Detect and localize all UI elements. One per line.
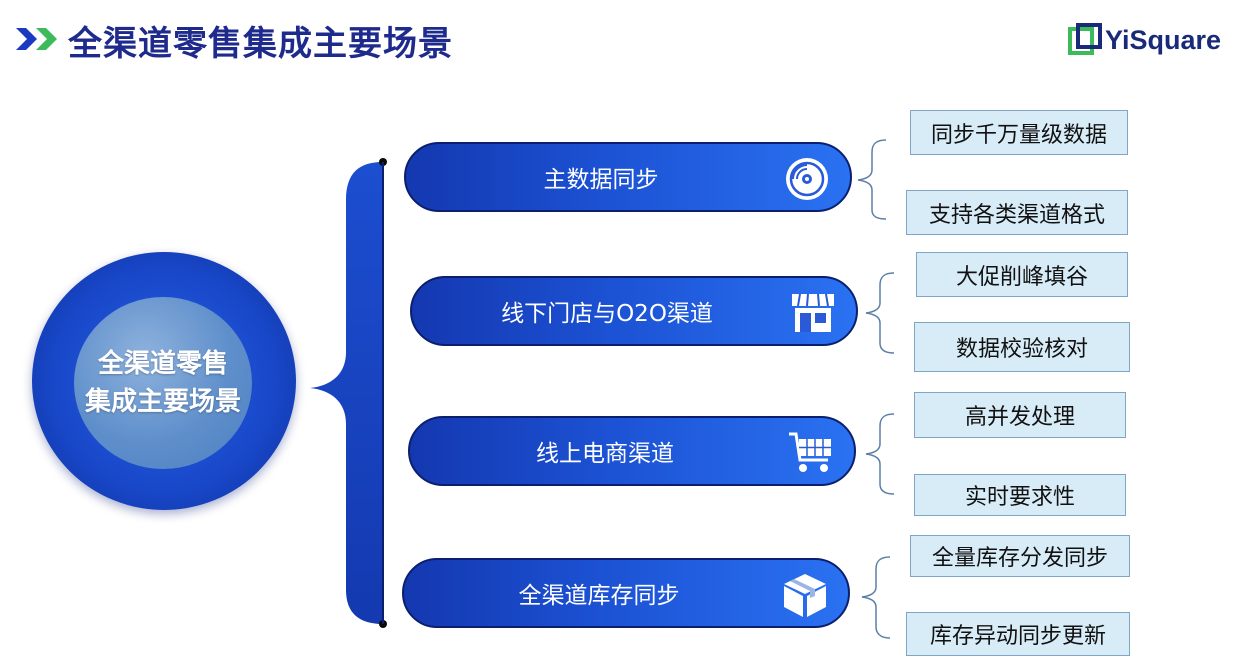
yisquare-logo-icon xyxy=(1068,23,1102,55)
shopping-cart-icon xyxy=(789,432,831,472)
scenario-master-data-sync: 主数据同步 xyxy=(404,142,852,212)
tag-bracket-1 xyxy=(857,139,887,220)
tag-support-channel-formats: 支持各类渠道格式 xyxy=(906,190,1128,235)
brace-dot-top xyxy=(379,158,387,166)
tag-real-time-requirement: 实时要求性 xyxy=(914,474,1126,516)
scenario-label: 全渠道库存同步 xyxy=(518,583,680,609)
brace-dot-bottom xyxy=(379,620,387,628)
scenario-label: 线下门店与O2O渠道 xyxy=(501,301,713,327)
tag-data-verification: 数据校验核对 xyxy=(914,322,1130,372)
package-box-icon xyxy=(784,574,826,617)
main-brace xyxy=(310,162,383,624)
tag-sync-ten-million-records: 同步千万量级数据 xyxy=(910,110,1128,155)
tag-bracket-2 xyxy=(865,272,895,354)
double-chevron-right-icon xyxy=(16,28,57,50)
scenario-label: 主数据同步 xyxy=(543,167,659,193)
scenario-offline-store-o2o: 线下门店与O2O渠道 xyxy=(410,276,858,346)
tag-full-inventory-distribution: 全量库存分发同步 xyxy=(910,535,1130,577)
hub-title-line-2: 集成主要场景 xyxy=(84,387,241,417)
scenario-label: 线上电商渠道 xyxy=(536,441,674,467)
tag-inventory-change-update: 库存异动同步更新 xyxy=(906,612,1130,656)
page-title: 全渠道零售集成主要场景 xyxy=(68,24,453,64)
storefront-icon xyxy=(792,293,834,332)
scenario-online-ecommerce: 线上电商渠道 xyxy=(408,416,856,486)
tag-high-concurrency: 高并发处理 xyxy=(914,392,1126,438)
logo-text: YiSquare xyxy=(1105,24,1222,55)
tag-peak-shaving: 大促削峰填谷 xyxy=(916,252,1128,297)
company-logo: YiSquare xyxy=(1068,20,1221,60)
tag-bracket-4 xyxy=(861,556,891,639)
scenario-inventory-sync: 全渠道库存同步 xyxy=(402,558,850,628)
disc-icon xyxy=(786,158,828,200)
tag-bracket-3 xyxy=(865,413,895,495)
hub-title-line-1: 全渠道零售 xyxy=(97,349,228,379)
hub-inner-circle: 全渠道零售 集成主要场景 xyxy=(74,297,252,469)
